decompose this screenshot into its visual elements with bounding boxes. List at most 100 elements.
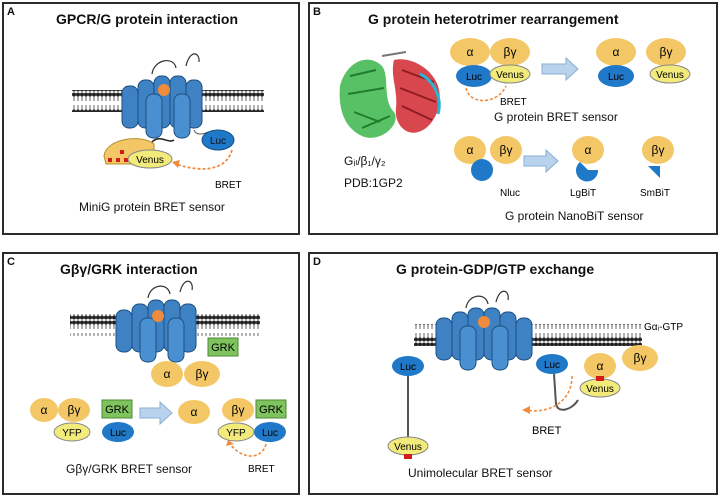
g-alpha-label: α [164,367,171,381]
panel-b-sensor1-caption: G protein BRET sensor [494,110,618,124]
c-alpha [30,398,58,422]
d-bret-label: BRET [532,425,562,437]
s1-betagamma-label: βγ [504,45,517,59]
panel-b-illustration: α βγ Luc Venus BRET α Luc βγ Venus α βγ … [339,38,691,199]
s2-transition-arrow [523,148,559,174]
membrane-right [194,314,260,336]
panel-b-structure-caption-1: Gᵢₗ/β₁/γ₂ [344,154,386,168]
membrane-right [530,324,642,346]
ligand [158,84,170,96]
minig-linker [151,138,175,143]
c-betagamma-bound-label: βγ [232,403,245,417]
panel-d-caption: Unimolecular BRET sensor [408,466,553,480]
ligand [152,310,164,322]
g-alpha [151,361,183,387]
s1-alpha-label: α [467,45,474,59]
panel-c: C Gβγ/GRK interaction GRK α β [2,252,300,495]
s2r-alpha-label: α [585,143,592,157]
g-betagamma [184,361,220,387]
s1r-betagamma [646,38,686,66]
d-betagamma [622,345,658,371]
membrane-left [414,324,438,346]
panel-a-illustration: Venus Luc BRET [72,53,264,191]
receptor-loop [465,290,509,309]
panel-b-title: G protein heterotrimer rearrangement [368,11,619,27]
s2r-alpha [572,136,604,164]
gpcr-receptor [435,307,533,371]
ligand [478,316,490,328]
s2r-smbit [648,166,660,178]
s2-nluc-label: Nluc [500,188,520,199]
c-betagamma-label: βγ [68,403,81,417]
c-yfp-bound-label: YFP [226,428,246,439]
c-betagamma [58,398,90,422]
s1-alpha [450,38,490,66]
s1r-betagamma-label: βγ [660,45,673,59]
d-luc-right [536,354,568,374]
c-grk-bound [255,399,287,419]
d-luc-left [392,356,424,376]
c-grk-bound-label: GRK [259,404,284,416]
c-grk-label: GRK [105,404,130,416]
c-grk [101,399,133,419]
s2r-betagamma-label: βγ [652,143,665,157]
panel-a-caption: MiniG protein BRET sensor [79,200,225,214]
gpcr-receptor [121,75,203,139]
red-markers [108,150,128,162]
s1-luc [456,65,492,87]
c-bret-arrow [229,443,267,457]
panel-c-title: Gβγ/GRK interaction [60,261,198,277]
s1r-alpha [596,38,636,66]
d-alpha [584,353,616,379]
s1-venus-label: Venus [496,70,524,81]
s2-betagamma-label: βγ [500,143,513,157]
bret-label: BRET [215,180,242,191]
d-red-marker-left [404,454,412,459]
receptor-loop [151,53,200,75]
panel-b-letter: B [313,6,321,18]
d-gtp-label: Gαᵢ-GTP [644,322,683,333]
grk-membrane [207,337,239,357]
c-bret-label: BRET [248,464,275,475]
panel-a-letter: A [7,6,15,18]
panel-a: A GPCR/G protein interaction [2,2,300,235]
c-luc-bound-label: Luc [262,428,278,439]
c-betagamma-bound [222,398,254,422]
d-alpha-label: α [597,359,604,373]
d-bret-arrow [525,375,573,412]
s2-nluc [471,159,493,181]
venus-tag [127,149,173,169]
c-yfp [53,422,91,442]
luc-label: Luc [210,136,226,147]
c-alpha-label: α [41,403,48,417]
panel-d-illustration: Luc Venus Luc Venus α βγ BRET Gαᵢ-GTP [387,290,683,459]
membrane-left [72,90,128,112]
c-luc [102,422,134,442]
panel-c-letter: C [7,256,15,268]
panel-c-illustration: GRK α βγ α βγ YFP GRK Luc α βγ GRK YFP L… [30,280,287,475]
gpcr-receptor [115,299,197,363]
s1r-alpha-label: α [613,45,620,59]
d-luc-right-label: Luc [544,360,560,371]
c-transition-arrow [139,400,173,426]
panel-d: D G protein-GDP/GTP exchange Luc [308,252,718,495]
panel-b-sensor2-caption: G protein NanoBiT sensor [505,209,644,223]
membrane-left [70,314,120,336]
s1-luc-label: Luc [466,72,482,83]
membrane-right [200,90,264,112]
s1-bret-label: BRET [500,97,527,108]
panel-a-title: GPCR/G protein interaction [56,11,239,27]
panel-b-structure-caption-2: PDB:1GP2 [344,176,403,190]
grk-membrane-label: GRK [211,342,236,354]
s1-venus [489,64,531,84]
s1-bret-arrow [465,85,507,102]
c-alpha-released-label: α [191,405,198,419]
panel-d-letter: D [313,256,321,268]
protein-structure [339,51,441,138]
s2-alpha [454,136,486,164]
d-linker-right [553,373,579,411]
s2r-smbit-label: SmBiT [640,188,670,199]
s2r-lgbit-label: LgBiT [570,188,596,199]
c-luc-label: Luc [110,428,126,439]
s2-betagamma [490,136,522,164]
